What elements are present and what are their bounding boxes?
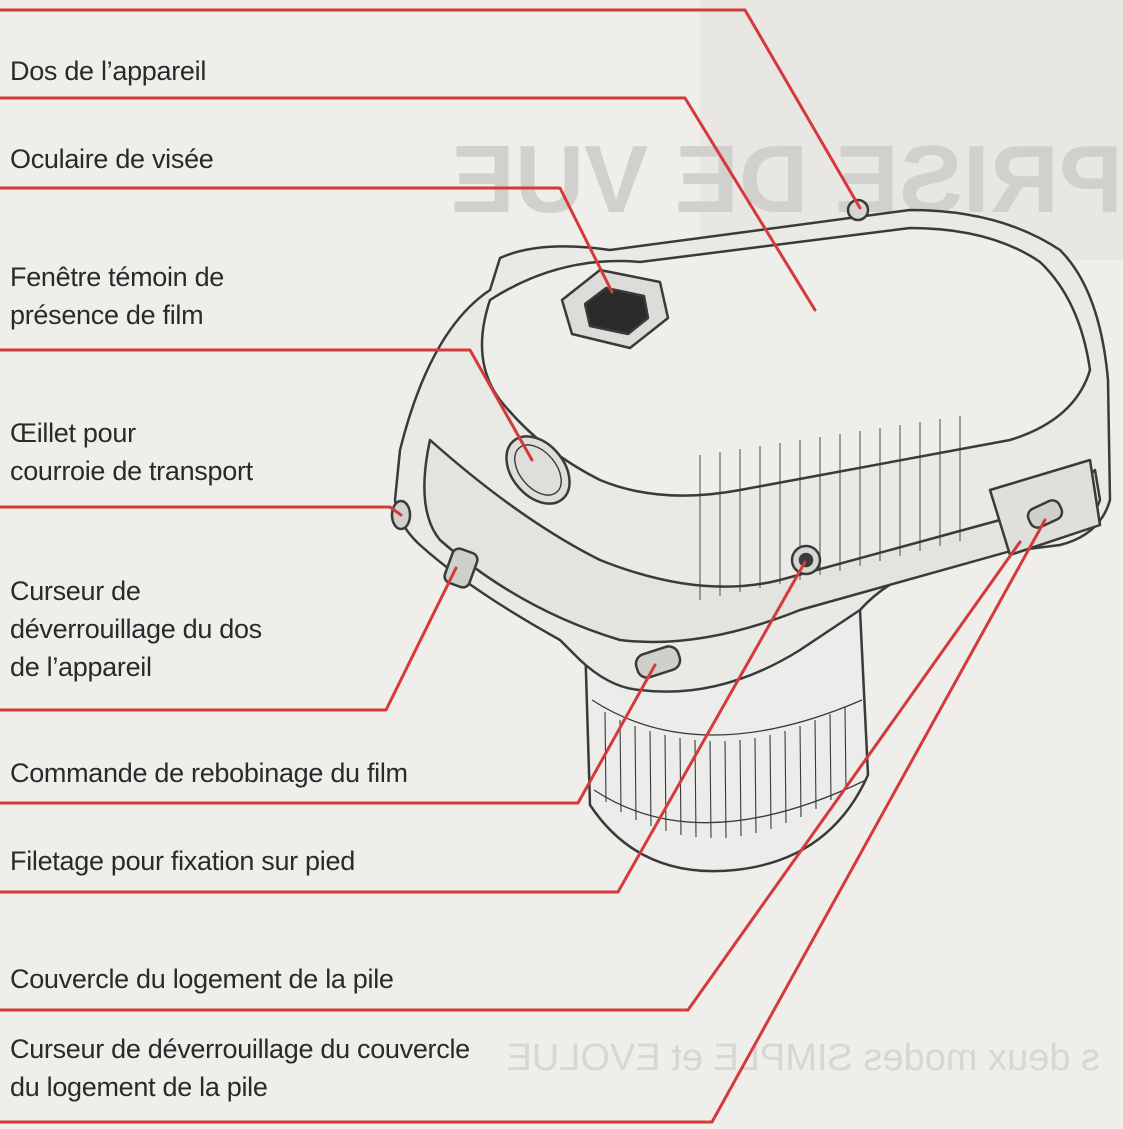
film-window-inner bbox=[514, 444, 562, 496]
leader-line-oeillet bbox=[0, 505, 403, 517]
leader-line-curseur-couvercle bbox=[0, 518, 1047, 1124]
label-curseur-couvercle-line-2: du logement de la pile bbox=[10, 1072, 268, 1102]
leader-line-filetage bbox=[0, 560, 807, 894]
leader-line-oculaire bbox=[0, 186, 614, 294]
label-rebobinage-line-1: Commande de rebobinage du film bbox=[10, 758, 408, 788]
label-fenetre-line-1: Fenêtre témoin de bbox=[10, 262, 225, 292]
leader-line-dos bbox=[0, 96, 817, 312]
label-dos-line-1: Dos de l’appareil bbox=[10, 56, 207, 86]
label-oculaire: Oculaire de visée bbox=[10, 140, 214, 178]
backdrop: PRISE DE VUE s deux modes SIMPLE et EVOL… bbox=[451, 0, 1123, 1079]
battery-release-slider bbox=[1026, 499, 1064, 529]
backdrop-bottom-line: s deux modes SIMPLE et EVOLUE bbox=[507, 1037, 1101, 1079]
label-dos: Dos de l’appareil bbox=[10, 52, 206, 90]
label-curseur-dos-line-2: déverrouillage du dos bbox=[10, 614, 262, 644]
camera-illustration bbox=[390, 198, 1112, 873]
lens-ridges bbox=[604, 706, 847, 839]
label-oeillet-line-1: Œillet pour bbox=[10, 418, 136, 448]
label-fenetre: Fenêtre témoin de présence de film bbox=[10, 258, 224, 334]
label-oeillet-line-2: courroie de transport bbox=[10, 456, 253, 486]
film-window bbox=[505, 435, 571, 505]
label-curseur-couvercle-line-1: Curseur de déverrouillage du couvercle bbox=[10, 1034, 470, 1064]
label-couvercle: Couvercle du logement de la pile bbox=[10, 960, 394, 998]
rewind-button bbox=[634, 645, 682, 679]
leader-line-couvercle bbox=[0, 540, 1022, 1012]
viewfinder-window bbox=[583, 286, 650, 336]
label-fenetre-line-2: présence de film bbox=[10, 300, 204, 330]
label-filetage: Filetage pour fixation sur pied bbox=[10, 842, 355, 880]
label-oculaire-line-1: Oculaire de visée bbox=[10, 144, 214, 174]
leader-line-curseur-dos bbox=[0, 566, 458, 712]
label-rebobinage: Commande de rebobinage du film bbox=[10, 754, 408, 792]
lens-grip-ring bbox=[591, 699, 867, 824]
label-oeillet: Œillet pour courroie de transport bbox=[10, 414, 253, 490]
base-grille bbox=[699, 416, 961, 600]
label-curseur-dos-line-3: de l’appareil bbox=[10, 652, 152, 682]
label-curseur-couvercle: Curseur de déverrouillage du couvercle d… bbox=[10, 1030, 470, 1106]
top-strap-lug bbox=[846, 198, 870, 222]
label-couvercle-line-1: Couvercle du logement de la pile bbox=[10, 964, 394, 994]
backdrop-heading: PRISE DE VUE bbox=[451, 126, 1123, 233]
tripod-socket-hole bbox=[798, 552, 814, 568]
leader-line-fenetre bbox=[0, 348, 534, 462]
label-filetage-line-1: Filetage pour fixation sur pied bbox=[10, 846, 355, 876]
label-curseur-dos: Curseur de déverrouillage du dos de l’ap… bbox=[10, 572, 262, 686]
leader-lines bbox=[0, 8, 1047, 1124]
label-curseur-dos-line-1: Curseur de bbox=[10, 576, 141, 606]
leader-line-top-lug bbox=[0, 8, 862, 210]
leader-line-rebobinage bbox=[0, 663, 657, 805]
